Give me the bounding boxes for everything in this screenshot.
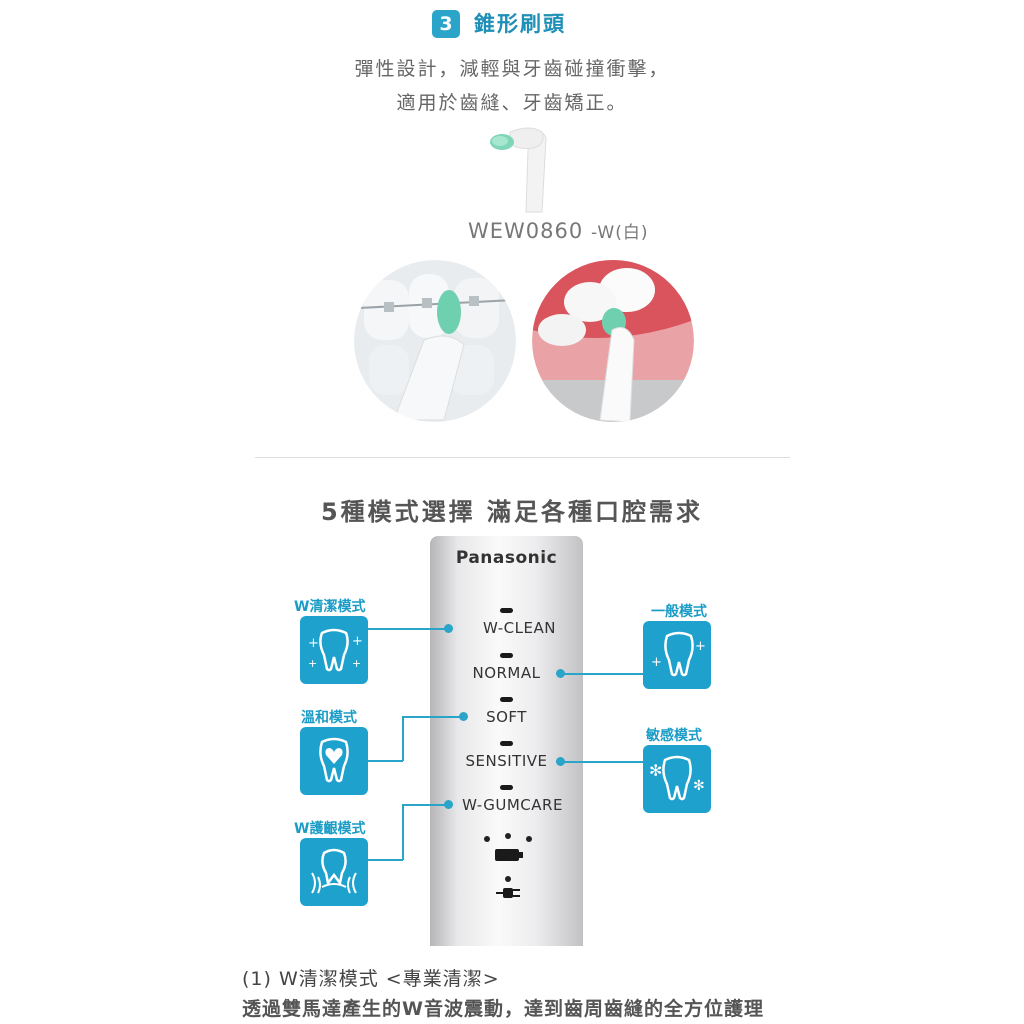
svg-text:+: + xyxy=(308,636,319,651)
connector-gumcare-h2 xyxy=(368,859,403,861)
mode-indicator-3 xyxy=(500,697,513,702)
svg-text:✻: ✻ xyxy=(693,778,705,794)
brush-head-image xyxy=(490,127,547,213)
brand-logo: Panasonic xyxy=(455,548,558,568)
mode-title-w-clean: W清潔模式 xyxy=(294,599,366,615)
modes-section-title: 5種模式選擇 滿足各種口腔需求 xyxy=(320,498,704,526)
svg-text:+: + xyxy=(695,639,706,654)
gum-usage-photo xyxy=(532,260,694,422)
connector-dot-soft xyxy=(459,712,468,721)
mode-indicator-5 xyxy=(500,785,513,790)
connector-dot-normal xyxy=(556,669,565,678)
footer-mode-description: 透過雙馬達產生的W音波震動，達到齒周齒縫的全方位護理 xyxy=(242,998,764,1020)
description-line-1: 彈性設計，減輕與牙齒碰撞衝擊， xyxy=(354,58,670,80)
connector-dot-gumcare xyxy=(444,800,453,809)
plug-icon xyxy=(496,888,520,898)
connector-dot-w-clean xyxy=(444,624,453,633)
mode-title-normal: 一般模式 xyxy=(651,604,707,620)
sensitive-mode-icon: ✻ ✻ xyxy=(643,745,711,813)
footer-mode-heading: (1) W清潔模式 <專業清潔> xyxy=(242,968,500,990)
step-number-badge: 3 xyxy=(432,10,460,38)
mode-label-sensitive: SENSITIVE xyxy=(465,752,548,770)
svg-text:✻: ✻ xyxy=(649,761,662,780)
mode-title-sensitive: 敏感模式 xyxy=(646,728,702,744)
svg-text:+: + xyxy=(352,634,363,649)
connector-soft-h1 xyxy=(403,716,461,718)
soft-mode-icon xyxy=(300,727,368,795)
mode-label-normal: NORMAL xyxy=(472,664,541,682)
indicator-dot-right xyxy=(526,836,532,842)
mode-label-w-clean: W-CLEAN xyxy=(483,619,556,637)
battery-icon xyxy=(495,849,523,861)
mode-label-w-gumcare: W-GUMCARE xyxy=(462,796,563,814)
svg-text:+: + xyxy=(308,657,317,670)
model-label: WEW0860 -W(白) xyxy=(468,218,648,243)
indicator-dot-mid xyxy=(505,833,511,839)
gumcare-mode-icon xyxy=(300,838,368,906)
charge-dot xyxy=(505,876,511,882)
connector-gumcare-h1 xyxy=(403,804,446,806)
mode-indicator-2 xyxy=(500,653,513,658)
mode-indicator-4 xyxy=(500,741,513,746)
connector-soft-h2 xyxy=(368,760,403,762)
mode-title-soft: 溫和模式 xyxy=(301,710,357,726)
section-divider xyxy=(255,457,790,458)
mode-indicator-1 xyxy=(500,608,513,613)
connector-soft-v xyxy=(402,716,404,761)
svg-text:+: + xyxy=(651,655,662,670)
braces-usage-photo xyxy=(354,260,516,422)
normal-mode-icon: + + xyxy=(643,621,711,689)
w-clean-mode-icon: + + + + xyxy=(300,616,368,684)
connector-normal xyxy=(563,673,643,675)
connector-dot-sensitive xyxy=(556,757,565,766)
brush-head-title: 錐形刷頭 xyxy=(474,12,566,36)
description-line-2: 適用於齒縫、牙齒矯正。 xyxy=(396,92,628,114)
mode-label-soft: SOFT xyxy=(486,708,527,726)
svg-text:+: + xyxy=(352,657,361,670)
model-code: WEW0860 xyxy=(468,219,584,243)
mode-title-gumcare: W護齦模式 xyxy=(294,821,366,837)
connector-sensitive xyxy=(563,761,643,763)
indicator-dot-left xyxy=(484,836,490,842)
connector-gumcare-v xyxy=(402,804,404,860)
model-suffix: -W(白) xyxy=(590,223,649,243)
connector-w-clean xyxy=(368,628,448,630)
